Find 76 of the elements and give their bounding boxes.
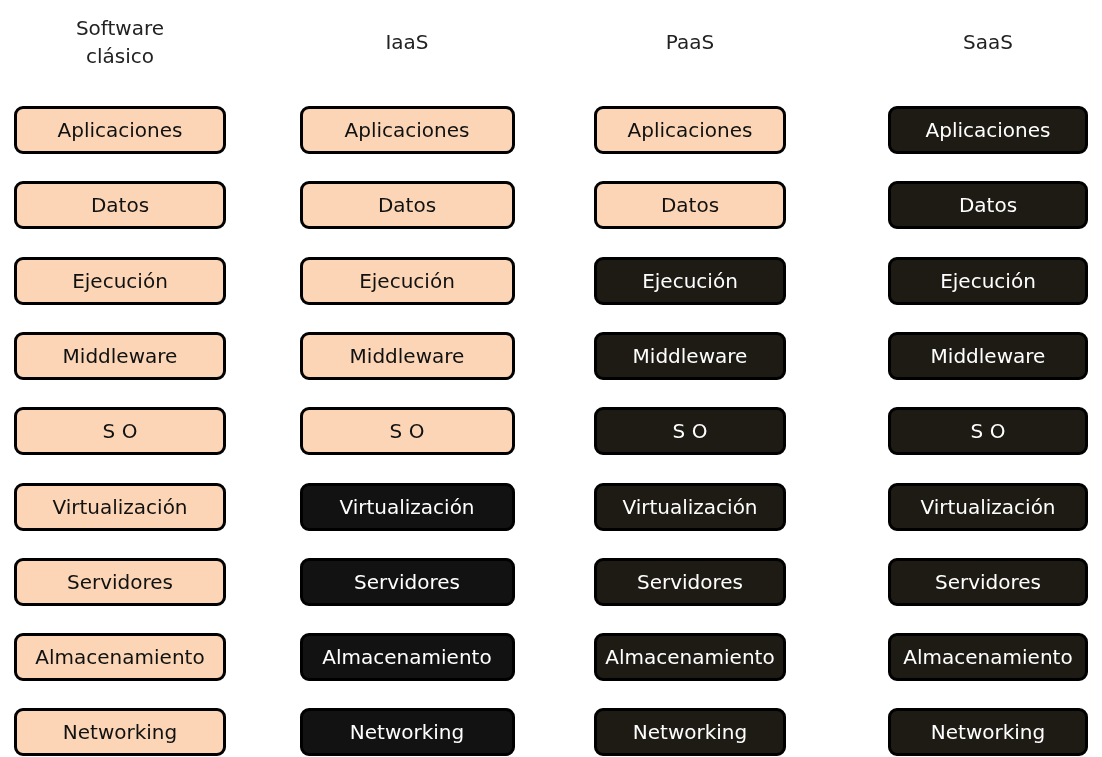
- layer-box: [299, 482, 515, 531]
- layer-label: Virtualización: [622, 494, 758, 519]
- layer-box: [888, 106, 1088, 154]
- layer-box: [299, 256, 515, 305]
- layer-box: [14, 557, 226, 606]
- layer-box: [299, 708, 515, 757]
- layer-box: [299, 181, 515, 230]
- layer-box: [888, 331, 1088, 380]
- layer-label: S O: [970, 419, 1006, 444]
- layer-label: S O: [102, 419, 138, 444]
- layer-label: Servidores: [66, 569, 174, 594]
- layer-label: Datos: [958, 193, 1018, 218]
- layer-label: S O: [389, 419, 425, 444]
- column-heading: PaaS: [664, 29, 716, 56]
- layer-box: [14, 633, 226, 682]
- layer-box: [14, 708, 226, 757]
- layer-label: Middleware: [62, 343, 178, 368]
- layer-box: [14, 482, 226, 531]
- layer-box: [594, 407, 786, 456]
- layer-label: Ejecución: [642, 268, 738, 293]
- layer-label: Virtualización: [52, 494, 188, 519]
- layer-box: [14, 106, 226, 154]
- column-heading: SaaS: [962, 29, 1014, 56]
- layer-label: Virtualización: [339, 494, 475, 519]
- layer-box: [14, 407, 226, 456]
- layer-box: [888, 407, 1088, 456]
- column-heading: Software clásico: [74, 15, 166, 70]
- layer-label: Almacenamiento: [322, 645, 492, 670]
- layer-box: [888, 557, 1088, 606]
- layer-box: [299, 557, 515, 606]
- layer-label: Networking: [632, 720, 748, 745]
- layer-label: Virtualización: [920, 494, 1056, 519]
- layer-box: [14, 331, 226, 380]
- layer-box: [888, 708, 1088, 757]
- column-heading: IaaS: [384, 29, 430, 56]
- layer-box: [888, 482, 1088, 531]
- layer-label: Servidores: [934, 569, 1042, 594]
- layer-box: [594, 256, 786, 305]
- layer-label: Almacenamiento: [605, 645, 775, 670]
- layer-label: Aplicaciones: [627, 118, 753, 142]
- layer-box: [299, 331, 515, 380]
- layer-box: [594, 633, 786, 682]
- layer-label: Ejecución: [940, 268, 1036, 293]
- layer-label: Middleware: [349, 343, 465, 368]
- layer-box: [888, 256, 1088, 305]
- layer-label: Aplicaciones: [57, 118, 183, 142]
- layer-box: [888, 633, 1088, 682]
- layer-label: Middleware: [632, 343, 748, 368]
- layer-label: Networking: [62, 720, 178, 745]
- layer-label: Ejecución: [359, 268, 455, 293]
- layer-box: [14, 181, 226, 230]
- layer-box: [594, 106, 786, 154]
- layer-box: [594, 708, 786, 757]
- layer-label: S O: [672, 419, 708, 444]
- layer-label: Almacenamiento: [903, 645, 1073, 670]
- layer-box: [594, 557, 786, 606]
- layer-box: [594, 181, 786, 230]
- layer-label: Datos: [377, 193, 437, 218]
- layer-box: [594, 482, 786, 531]
- layer-label: Servidores: [353, 569, 461, 594]
- layer-box: [14, 256, 226, 305]
- layer-box: [299, 407, 515, 456]
- layer-label: Middleware: [930, 343, 1046, 368]
- layer-label: Almacenamiento: [35, 645, 205, 670]
- layer-label: Networking: [930, 720, 1046, 745]
- layer-box: [299, 106, 515, 154]
- layer-box: [594, 331, 786, 380]
- layer-label: Datos: [660, 193, 720, 218]
- layer-label: Aplicaciones: [925, 118, 1051, 142]
- layer-label: Ejecución: [72, 268, 168, 293]
- layer-box: [299, 633, 515, 682]
- layer-label: Datos: [90, 193, 150, 218]
- layer-label: Servidores: [636, 569, 744, 594]
- layer-label: Networking: [349, 720, 465, 745]
- layer-box: [888, 181, 1088, 230]
- layer-label: Aplicaciones: [344, 118, 470, 142]
